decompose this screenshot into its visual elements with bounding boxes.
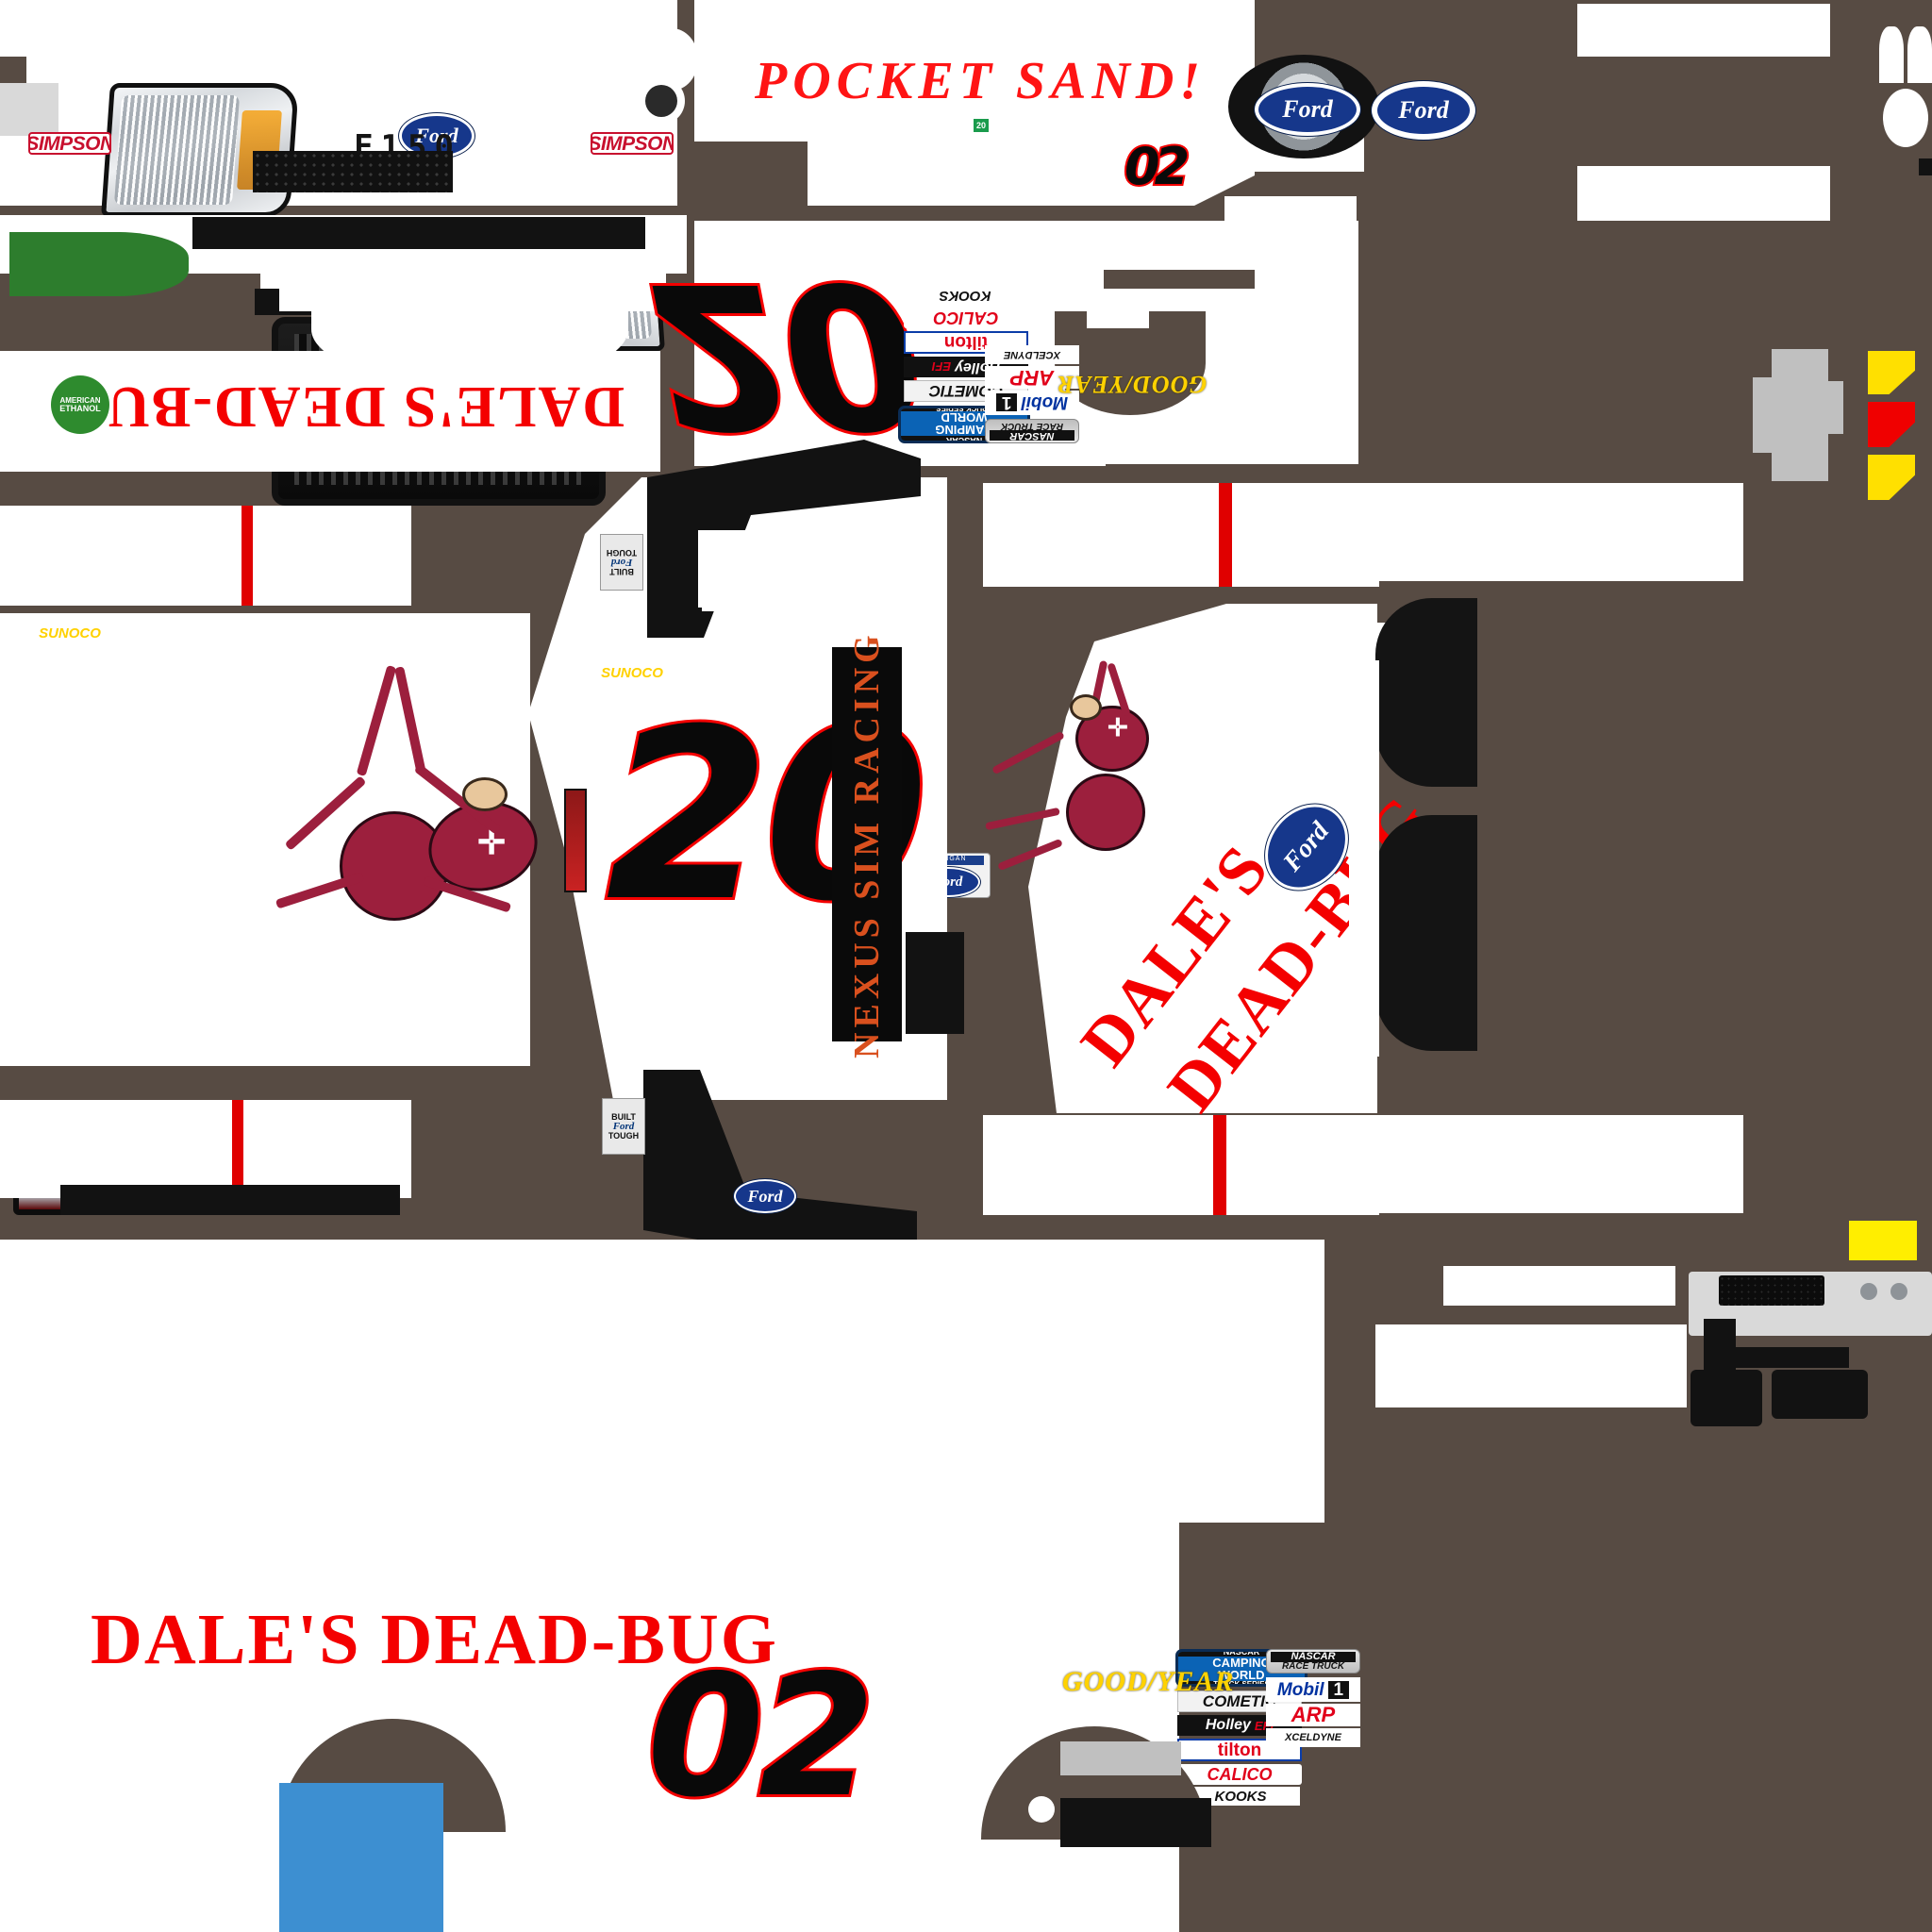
sill-lower-far-right xyxy=(1379,1115,1743,1213)
decal-tilton-lower: tilton xyxy=(1177,1739,1302,1761)
plate-tag-sticker: 20 xyxy=(974,119,989,132)
rocker-panel-lower-left xyxy=(0,1100,411,1198)
tailgate-number: 02 xyxy=(1123,137,1191,196)
flag-red-mid xyxy=(1868,402,1915,447)
lugnut-shape-a xyxy=(1879,26,1904,83)
bed-wheel-arch xyxy=(1055,311,1206,415)
bumper-bolt-1 xyxy=(1860,1283,1877,1300)
rear-panel-gray-1 xyxy=(1060,1741,1181,1775)
simpson-logo-right: SIMPSON xyxy=(591,132,674,155)
chassis-block-1 xyxy=(1704,1319,1736,1372)
quarter-panel-brand: DALE'S DEAD-BUG xyxy=(58,375,625,439)
lower-right-strip-2 xyxy=(1375,1324,1687,1407)
banner-shadow-bar xyxy=(906,932,964,1034)
wheel-cap-ford-badge: Ford xyxy=(1255,83,1360,136)
blue-accent-patch xyxy=(279,1783,443,1932)
decal-nascar-race-truck-lower: NASCAR RACE TRUCK xyxy=(1266,1649,1360,1674)
chassis-block-4 xyxy=(1772,1370,1868,1419)
decal-xceldyne-lower: XCELDYNE xyxy=(1266,1728,1360,1747)
ant-antenna-1 xyxy=(356,664,397,777)
ant-leg-flank-1 xyxy=(991,730,1065,775)
team-name-banner: NEXUS SIM RACING xyxy=(832,630,902,1058)
bumper-bolt-2 xyxy=(1890,1283,1907,1300)
bed-number-mirrored: 20 xyxy=(648,236,918,473)
flag-yellow-bottom xyxy=(1868,455,1915,500)
lugnut-shape-c xyxy=(1883,89,1928,147)
ant-mandible-flank xyxy=(1070,694,1102,721)
flag-yellow-top xyxy=(1868,351,1915,394)
chassis-block-2 xyxy=(1736,1347,1849,1368)
lower-number: 02 xyxy=(644,1639,878,1834)
roof-small-box xyxy=(702,575,745,611)
hood-center-stripe xyxy=(192,217,645,249)
fender-gap xyxy=(1349,660,1379,1057)
lower-grille-mesh xyxy=(253,151,453,192)
green-accent-patch xyxy=(9,232,189,296)
rocker-stripe-lower-right xyxy=(1213,1115,1226,1215)
decal-xceldyne: XCELDYNE xyxy=(985,345,1079,364)
rear-panel-white-dot xyxy=(1028,1796,1055,1823)
hub-ford-badge: Ford xyxy=(1372,81,1475,140)
bumper-corner-swatch xyxy=(0,83,58,136)
chassis-block-3 xyxy=(1690,1370,1762,1426)
fuel-cap xyxy=(645,85,677,117)
decal-calico: CALICO xyxy=(904,308,1028,328)
ford-wordmark: Ford xyxy=(415,124,458,147)
decal-kooks: KOOKS xyxy=(906,287,1024,306)
ethanol-badge: AMERICAN ETHANOL xyxy=(51,375,109,434)
lugnut-shape-b xyxy=(1907,26,1932,83)
lower-right-strip-1 xyxy=(1443,1266,1675,1306)
slogan-pocket-sand: POCKET SAND! xyxy=(755,52,1207,110)
rocker-stripe-lower-left xyxy=(232,1100,243,1198)
fender-flare-lower xyxy=(1375,815,1477,1051)
yellow-swatch-right xyxy=(1849,1221,1917,1260)
lower-brand-text: DALE'S DEAD-BUG xyxy=(91,1600,778,1679)
decal-nascar-race-truck: NASCAR RACE TRUCK xyxy=(985,419,1079,443)
goodyear-decal-lower: GOOD/YEAR xyxy=(1062,1666,1235,1697)
roll-cage-gray-cluster xyxy=(1753,349,1843,481)
rocker-panel-lower-right xyxy=(983,1115,1379,1215)
lower-body-panel-b xyxy=(0,1509,1179,1932)
sill-upper-far-right xyxy=(1379,483,1743,581)
upper-right-strip-2 xyxy=(1577,166,1830,221)
simpson-logo-left: SIMPSON xyxy=(28,132,111,155)
ant-mandible xyxy=(462,777,508,811)
left-headlight xyxy=(101,83,299,217)
banner-gap-patch xyxy=(902,666,930,706)
bumper-mesh-insert xyxy=(1719,1275,1824,1306)
quarter-left-panel xyxy=(0,351,660,472)
ant-mascot-left: ✛ xyxy=(275,660,546,934)
ant-mascot-flank: ✛ xyxy=(985,659,1174,872)
ant-antenna-2 xyxy=(394,666,426,775)
goodyear-decal-upper: GOOD/YEAR xyxy=(1057,371,1208,398)
lower-grille-ford-badge: Ford xyxy=(734,1179,796,1213)
rocker-stripe-upper-right xyxy=(1219,483,1232,587)
upper-right-strip-1 xyxy=(1577,4,1830,57)
rocker-panel-upper-right xyxy=(983,483,1379,587)
lugnut-shadow xyxy=(1919,158,1932,175)
rear-panel-black-1 xyxy=(1060,1798,1211,1847)
decal-calico-lower: CALICO xyxy=(1177,1764,1302,1785)
ant-x-eye-flank: ✛ xyxy=(1108,713,1128,741)
built-tough-lower: BUILT Ford TOUGH xyxy=(602,1098,645,1155)
fender-flare-upper xyxy=(1375,598,1477,787)
rocker-panel-upper-left xyxy=(0,506,411,606)
built-tough-upper: BUILT Ford TOUGH xyxy=(600,534,643,591)
door-handle-decal xyxy=(564,789,587,892)
rocker-stripe-upper-left xyxy=(242,506,253,606)
bed-arch-inner xyxy=(1087,291,1149,328)
bed-filler xyxy=(1255,221,1358,464)
ant-abdomen-flank xyxy=(1066,774,1145,851)
ant-leg-flank-2 xyxy=(985,807,1060,831)
decal-arp-lower: ARP xyxy=(1266,1704,1360,1726)
splitter-bar xyxy=(60,1185,400,1215)
